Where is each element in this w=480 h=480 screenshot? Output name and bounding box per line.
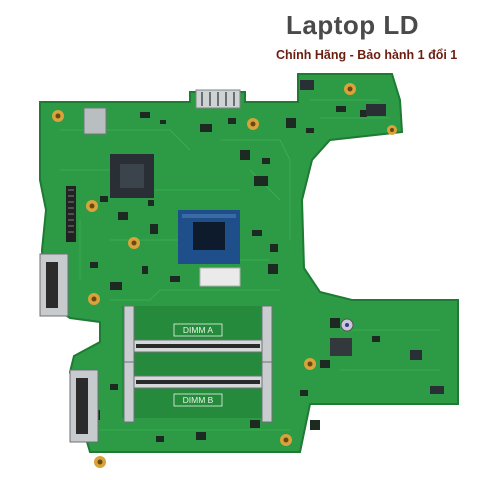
slot-b-label: DIMM B (183, 395, 214, 405)
bios-label (199, 267, 241, 287)
right-components (300, 80, 444, 394)
brand-tagline: Chính Hãng - Bảo hành 1 đổi 1 (276, 48, 458, 62)
brand-title: Laptop LD (286, 10, 420, 40)
power-connector (195, 89, 241, 109)
sata-connector (39, 253, 69, 317)
bottom-left-connector (69, 369, 99, 443)
slot-a-label: DIMM A (183, 325, 214, 335)
memory-slot-b: DIMM B (122, 361, 273, 423)
chipset (110, 154, 154, 198)
smd-components (90, 106, 380, 442)
capacitors (330, 318, 354, 356)
card-slot (83, 107, 107, 135)
ribbon-connector-left (66, 186, 76, 242)
memory-slot-a: DIMM A (122, 305, 273, 367)
cpu-package (178, 210, 240, 264)
mounting-pads (52, 83, 397, 468)
